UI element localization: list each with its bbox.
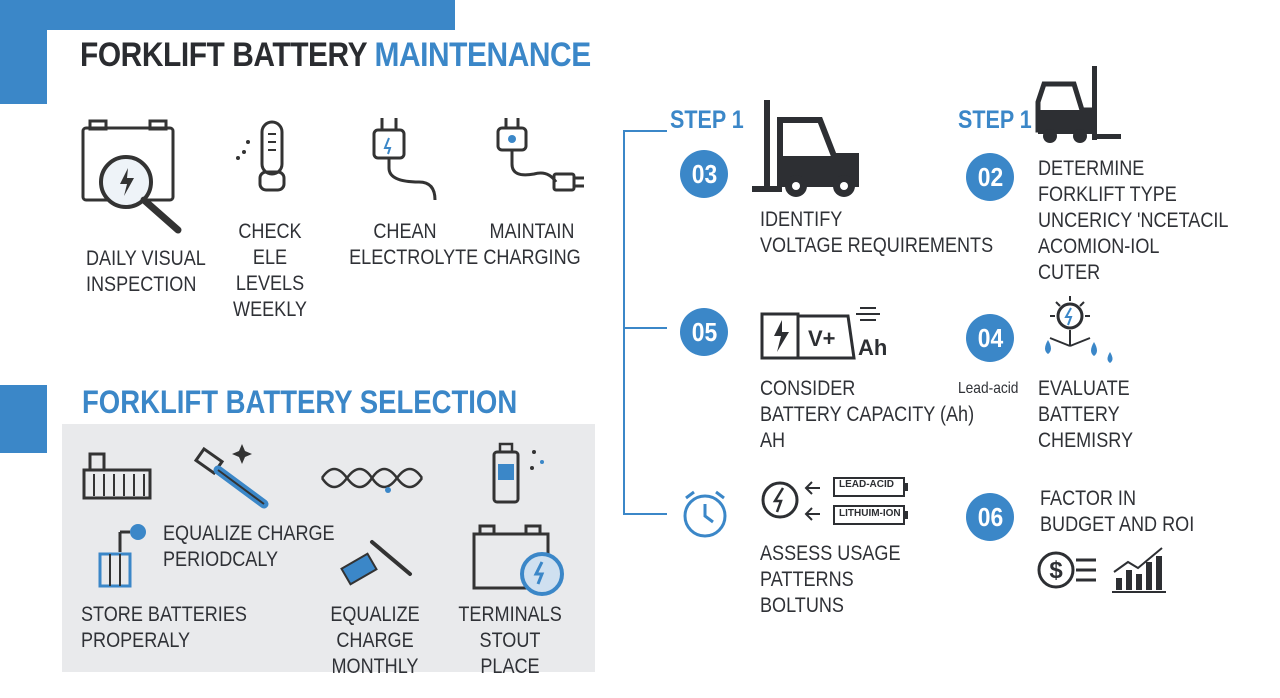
step-badge-02: 02 [966,153,1014,201]
svg-text:$: $ [1049,557,1063,584]
step-text-factor: FACTOR IN BUDGET AND ROI [1040,487,1195,536]
step-text-identify: IDENTIFY VOLTAGE REQUIREMENTS [760,208,994,257]
storage-icon [98,524,146,588]
brush-icon-2 [340,540,412,586]
battery-capacity-icon [760,307,880,360]
left-accent-bar [0,30,47,104]
forklift-icon [752,100,859,197]
battery-inspection-icon [81,119,182,234]
charger-plug-icon [496,118,584,192]
step-label-b: STEP 1 [958,106,1032,134]
step-badge-03: 03 [680,150,728,198]
top-accent-bar [0,0,455,30]
title-part-2: MAINTENANCE [374,36,591,74]
title-part-1: FORKLIFT BATTERY [80,36,367,74]
step-badge-05: 05 [680,308,728,356]
step-text-determine: DETERMINE FORKLIFT TYPE UNCERICY 'NCETAC… [1038,157,1229,284]
step-text-assess: ASSESS USAGE PATTERNS BOLTUNS [760,542,901,617]
step-label-a: STEP 1 [670,106,744,134]
wave-icon [320,467,424,493]
step-badge-04: 04 [966,314,1014,362]
maint-label-1: DAILY VISUAL INSPECTION [86,247,206,296]
chem-lead-label: LEAD-ACID [839,479,894,490]
brush-icon [193,444,269,509]
lead-acid-label: Lead-acid [958,380,1019,397]
step-text-consider: CONSIDER BATTERY CAPACITY (Ah) AH [760,377,975,452]
sun-droplet-icon [1045,296,1113,363]
maint-label-4: MAINTAIN CHARGING [483,220,581,269]
page-title: FORKLIFT BATTERY MAINTENANCE [80,36,591,75]
bracket-line [623,130,625,515]
bracket-tick-1 [623,130,667,132]
sel-label-4: TERMINALS STOUT PLACE [458,603,562,678]
sel-label-3: EQUALIZE CHARGE MONTHLY [330,603,420,678]
forklift-small-icon [1035,66,1121,143]
battery-brush-icon [82,452,152,500]
step-text-evaluate: EVALUATE BATTERY CHEMISRY [1038,377,1134,452]
selection-title: FORKLIFT BATTERY SELECTION [82,384,518,420]
capacity-ah-label: Ah [858,335,888,360]
sel-label-2: STORE BATTERIES PROPERALY [81,603,247,652]
budget-chart-icon: $ [1037,547,1166,593]
left-accent-bar-lower [0,385,47,453]
electrolyte-gauge-icon [236,120,286,192]
bracket-tick-3 [623,513,667,515]
chemistry-compare-icon [761,477,908,525]
plug-icon [372,118,437,201]
maint-label-3: CHEAN ELECTROLYTE [349,220,479,269]
step-badge-06: 06 [966,493,1014,541]
battery-cycle-icon [472,524,564,596]
capacity-v-label: V+ [808,326,836,351]
chem-lithium-label: LITHUIM-ION [839,508,901,519]
maint-label-2: CHECK ELE LEVELS WEEKLY [233,220,307,321]
bracket-tick-2 [623,327,667,329]
sel-label-1: EQUALIZE CHARGE PERIODCALY [163,522,335,571]
alarm-clock-icon [683,490,727,538]
solution-bottle-icon [492,442,544,504]
